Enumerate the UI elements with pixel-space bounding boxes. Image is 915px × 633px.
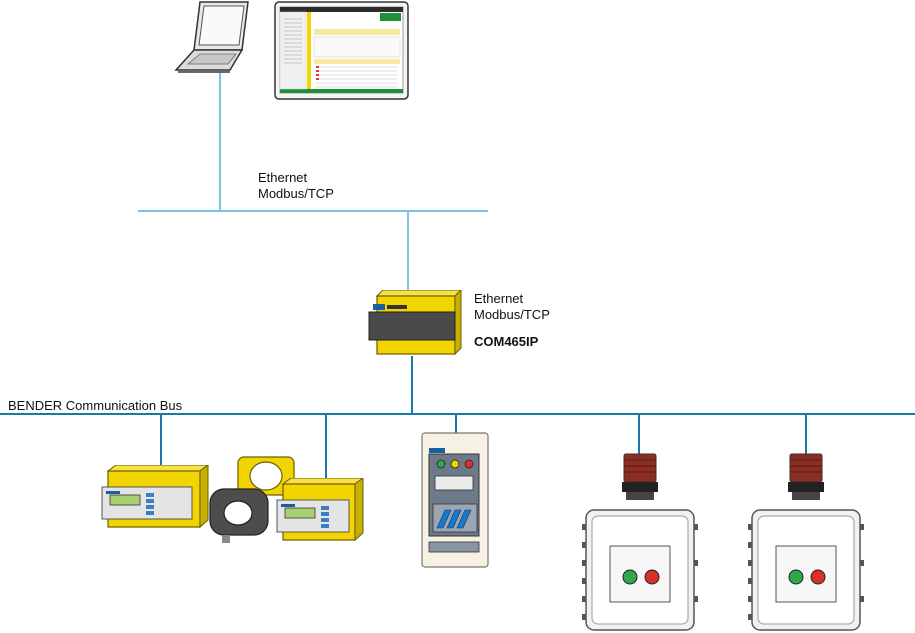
bus-drop-4 (638, 414, 640, 454)
bus-drop-5 (805, 414, 807, 454)
din-rail-module-icon (100, 465, 210, 530)
control-panel-icon (421, 432, 489, 568)
din-rail-module-icon-2 (275, 478, 365, 543)
bus-drop-3 (455, 414, 457, 434)
top-network-label-1: Ethernet (258, 170, 308, 185)
current-transformer-icon (208, 455, 298, 545)
bus-drop-1 (160, 414, 162, 468)
gateway-network-label-2: Modbus/TCP (474, 307, 550, 322)
laptop-uplink-line (219, 73, 221, 211)
gateway-uplink-line (407, 211, 409, 291)
gateway-name-label: COM465IP (474, 334, 539, 349)
top-network-label-2: Modbus/TCP (258, 186, 334, 201)
monitor-icon (274, 1, 409, 101)
bus-drop-2 (325, 414, 327, 478)
gateway-network-label-1: Ethernet (474, 291, 524, 306)
bus-name-label: BENDER Communication Bus (8, 398, 183, 413)
bender-bus-line (0, 413, 915, 415)
ethernet-backbone-line (138, 210, 488, 212)
gateway-device-icon (367, 290, 463, 358)
laptop-icon (170, 0, 250, 75)
ground-fault-monitor-enclosure-icon (580, 452, 700, 633)
gateway-downlink-line (411, 356, 413, 414)
ground-fault-monitor-enclosure-icon-2 (746, 452, 866, 633)
